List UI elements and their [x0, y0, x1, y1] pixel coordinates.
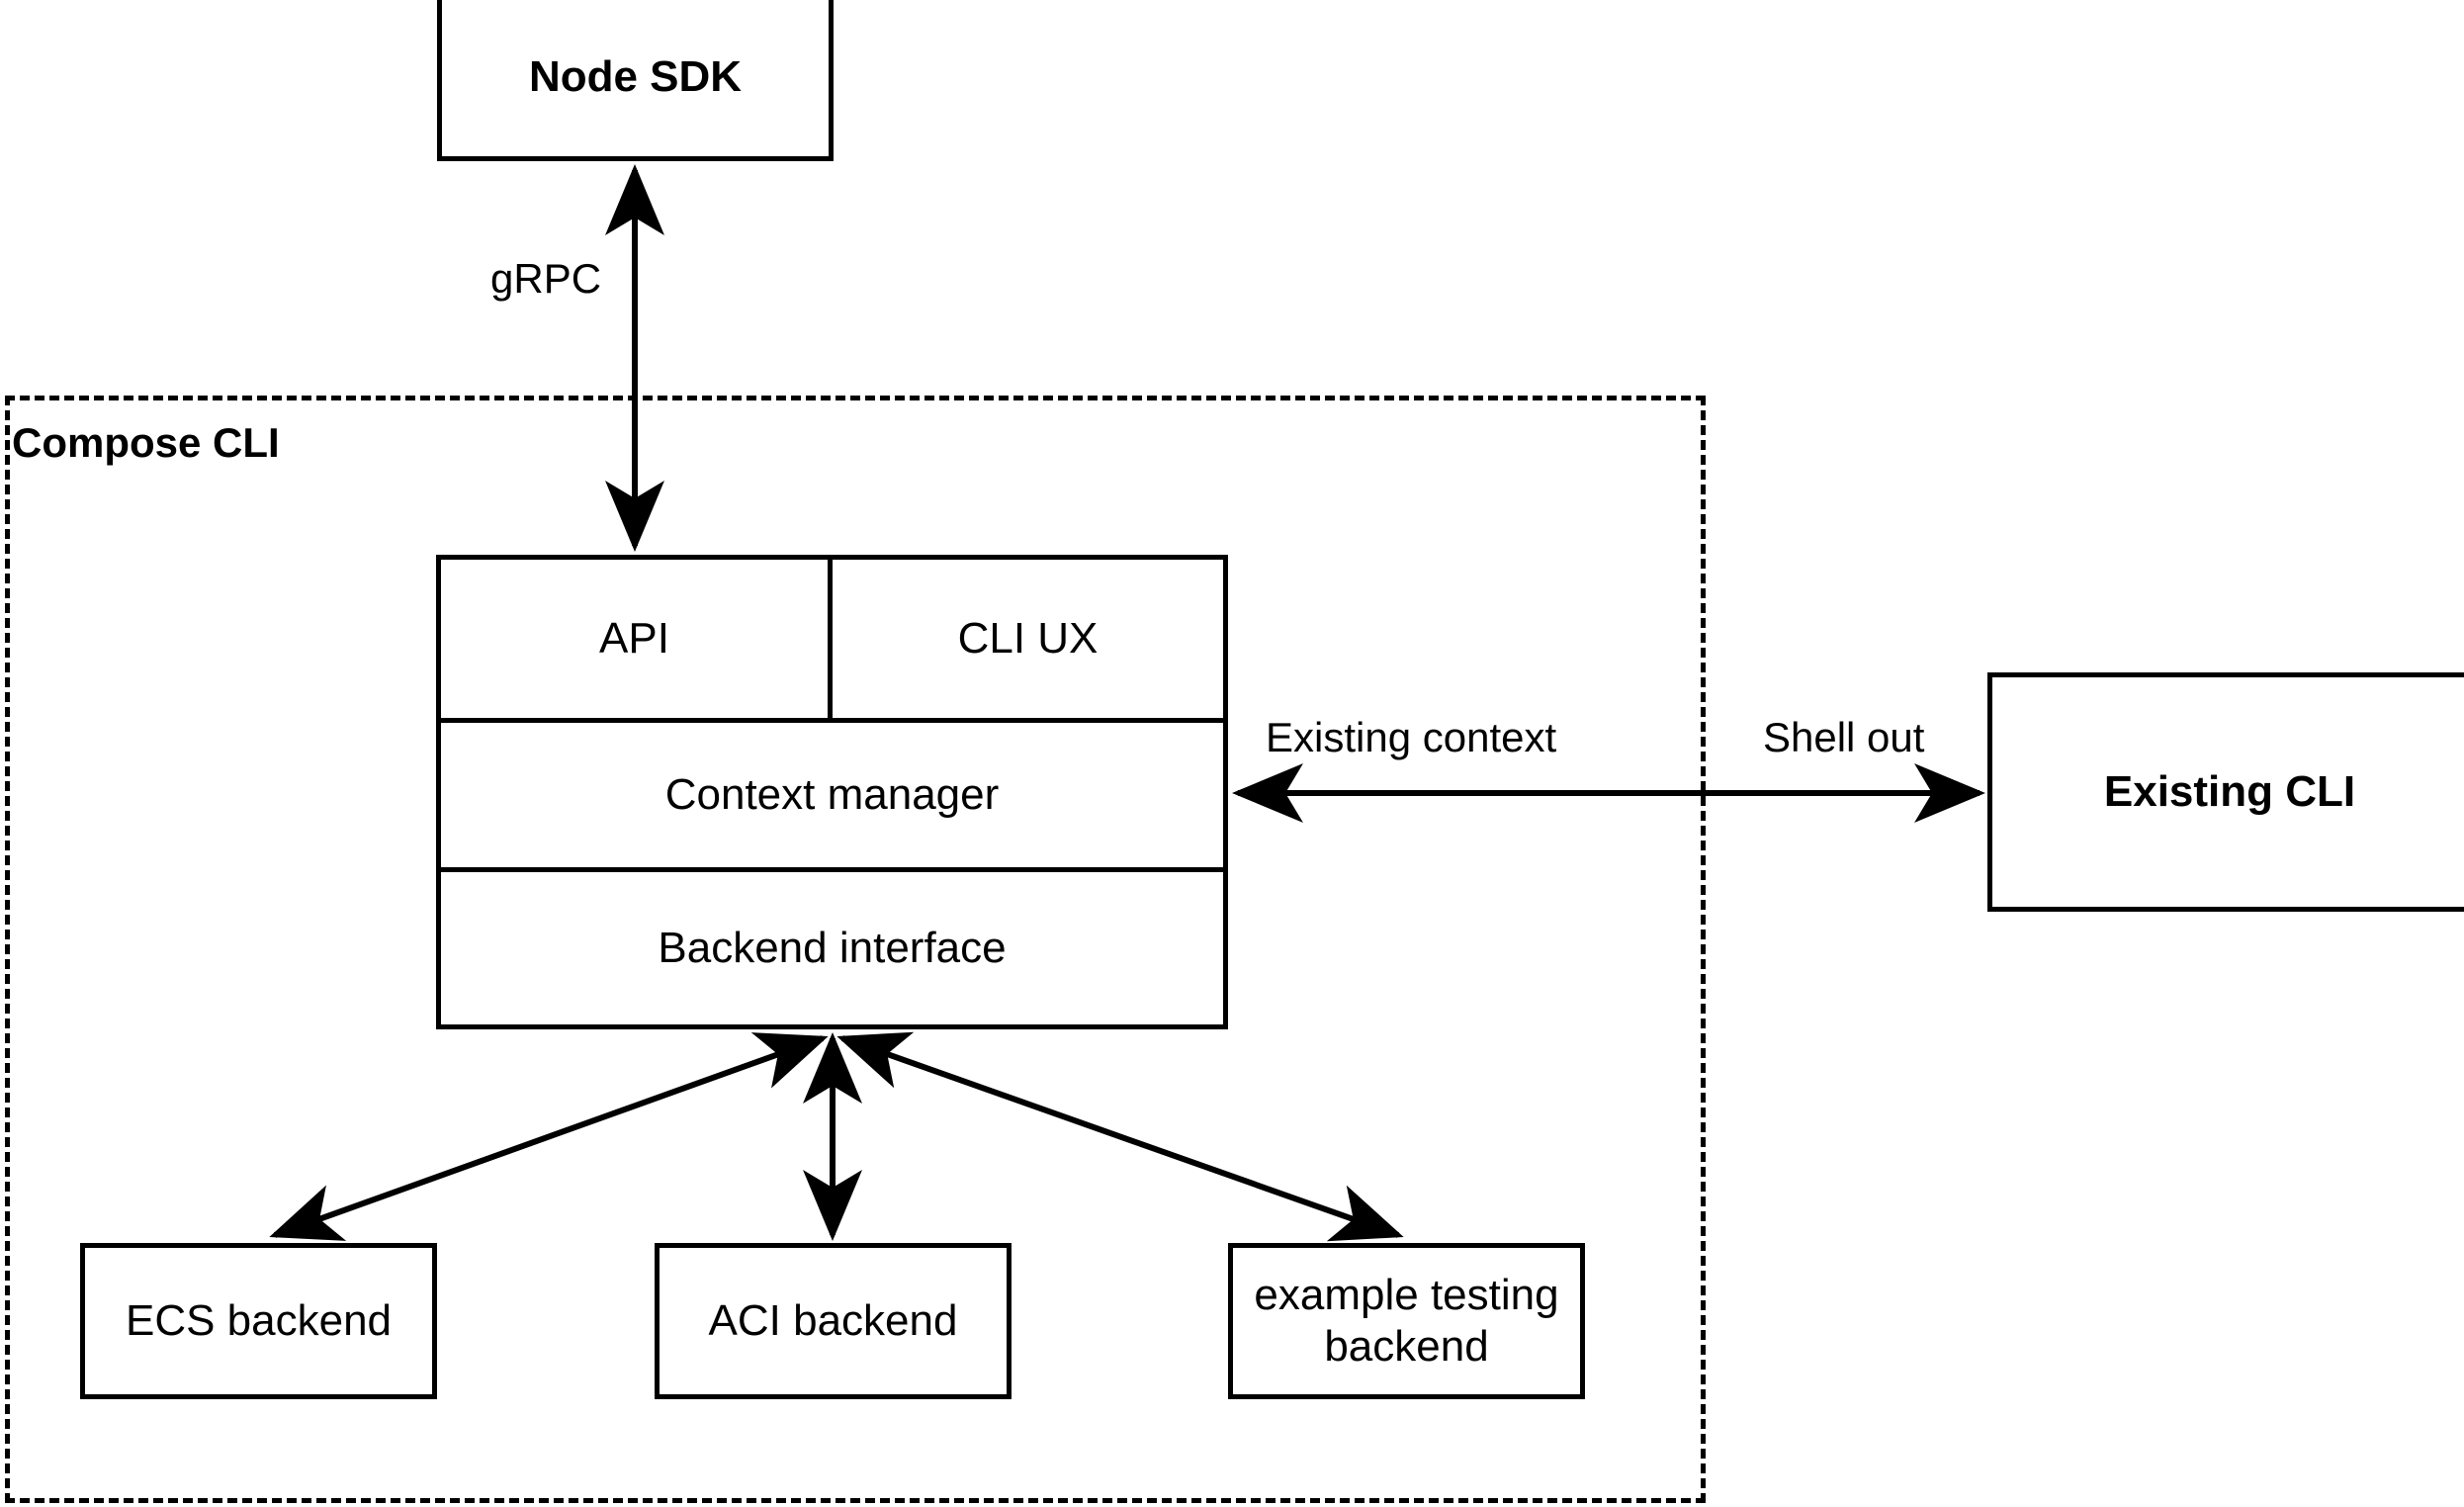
example-testing-backend-label-line2: backend: [1324, 1322, 1489, 1371]
api-label: API: [599, 614, 669, 663]
existing-cli-label: Existing CLI: [2103, 767, 2356, 817]
example-testing-backend-box[interactable]: example testing backend: [1228, 1243, 1585, 1399]
context-manager-row[interactable]: Context manager: [441, 723, 1223, 872]
cli-ux-cell[interactable]: CLI UX: [833, 560, 1223, 718]
cli-ux-label: CLI UX: [957, 614, 1099, 663]
ecs-backend-box[interactable]: ECS backend: [80, 1243, 437, 1399]
existing-cli-box[interactable]: Existing CLI: [1987, 672, 2464, 912]
compose-cli-group-boundary: [5, 396, 1706, 1503]
context-manager-label: Context manager: [664, 770, 1000, 819]
compose-cli-stack: API CLI UX Context manager Backend inter…: [436, 555, 1228, 1029]
wire-ecs-backend: [269, 1032, 829, 1241]
backend-interface-label: Backend interface: [658, 924, 1007, 972]
node-sdk-label: Node SDK: [528, 51, 743, 101]
node-sdk-box[interactable]: Node SDK: [437, 0, 834, 161]
wire-example-testing-backend: [836, 1031, 1404, 1242]
compose-cli-group-label: Compose CLI: [12, 419, 280, 467]
api-cliux-row: API CLI UX: [441, 560, 1223, 723]
aci-backend-label: ACI backend: [708, 1296, 958, 1346]
example-testing-backend-label-line1: example testing: [1254, 1271, 1559, 1320]
ecs-backend-label: ECS backend: [125, 1296, 393, 1346]
api-cell[interactable]: API: [441, 560, 833, 718]
edge-label-grpc: gRPC: [486, 255, 606, 303]
aci-backend-box[interactable]: ACI backend: [655, 1243, 1012, 1399]
edge-label-shell-out: Shell out: [1759, 714, 1929, 761]
edge-label-existing-context: Existing context: [1262, 714, 1561, 761]
backend-interface-row[interactable]: Backend interface: [441, 872, 1223, 1024]
